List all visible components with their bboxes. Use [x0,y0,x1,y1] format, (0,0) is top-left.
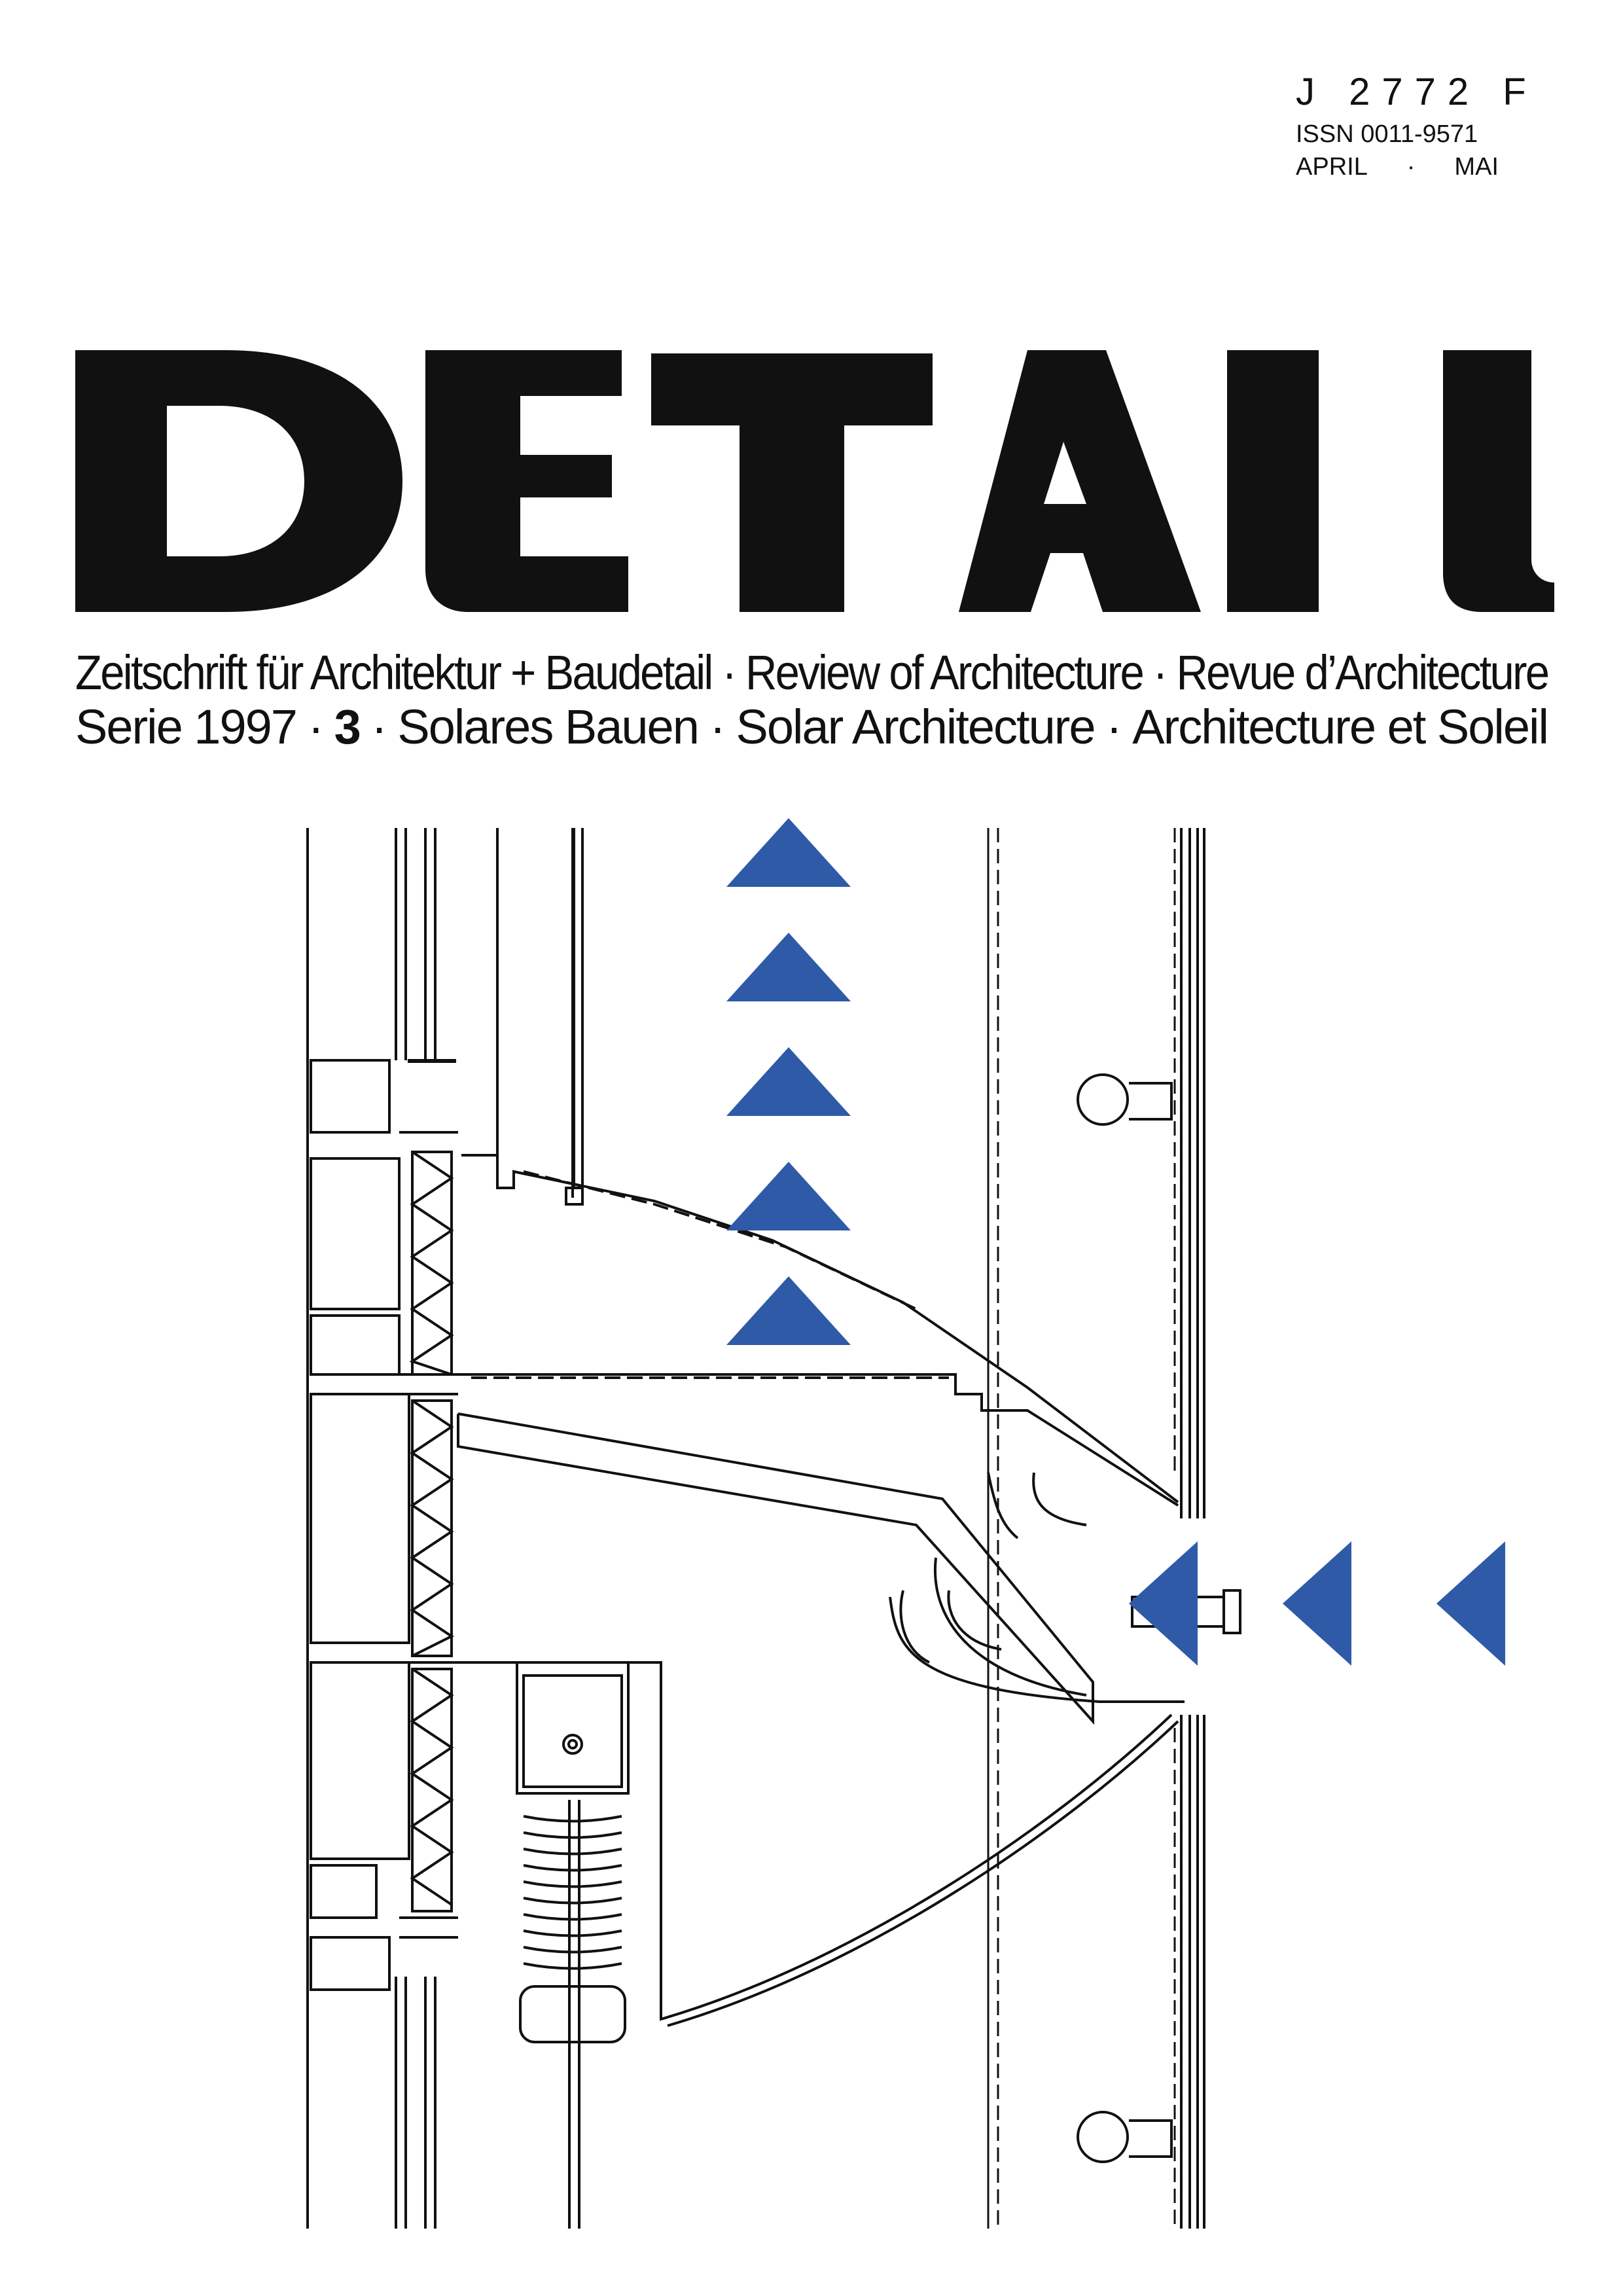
blind-axle [562,1734,583,1755]
month-mai: MAI [1454,153,1499,181]
issn: ISSN 0011-9571 [1296,120,1478,148]
blind-slat [523,1897,622,1905]
louvre [1032,1472,1087,1526]
sun-arrow-up [726,1162,851,1230]
sun-arrow-up [726,818,851,887]
hanger [565,1187,584,1206]
profile-box [310,1661,410,1860]
lower-reflector [667,1720,1179,2027]
serie-label: Serie 1997 [75,700,298,754]
logo-letter-l [1443,350,1554,612]
blind-slat [523,1880,622,1888]
profile-box [310,1157,401,1310]
insulation-panel [411,1151,453,1376]
dot-3: · [709,700,726,754]
blind-slat [523,1864,622,1872]
lower-reflector [458,1661,1173,2021]
blind-housing [522,1674,623,1788]
insulation-zigzag [409,1151,454,1376]
topic-french: Architecture et Soleil [1132,700,1549,754]
blind-slat [523,1913,622,1921]
sun-arrow-up [726,933,851,1001]
blind-slat [523,1831,622,1839]
blind-slat [523,1848,622,1856]
profile-box [310,1393,410,1644]
month-april: APRIL [1296,153,1368,181]
blind-slat [523,1962,622,1970]
sun-arrow-up [726,1276,851,1345]
sun-arrow-left [1129,1541,1198,1666]
point-fixing [1129,2119,1173,2158]
point-fixing [1077,1073,1129,1126]
profile-box [310,1864,378,1919]
point-fixing [1129,1082,1173,1121]
blind-axle [567,1739,578,1749]
louvre [899,1590,930,1664]
logo-letter-t [651,353,933,612]
profile-box [310,1059,391,1134]
subtitle-line-1: Zeitschrift für Architektur + Baudetail … [75,645,1550,700]
topic-german: Solares Bauen [397,700,699,754]
profile-box [310,1314,401,1376]
profile-box [408,1059,456,1063]
issue-meta: J 2772 F ISSN 0011-9571 APRIL · MAI [1296,71,1538,180]
insulation-panel [411,1668,453,1912]
light-shelf-upper [461,1154,1179,1503]
blind-housing [516,1661,630,1795]
insulation-zigzag [410,1399,454,1657]
detail-logo [75,350,1554,612]
topic-english: Solar Architecture [736,700,1096,754]
blind-bottom-rail [519,1985,626,2043]
louvre [889,1596,1185,1703]
logo-letter-d [75,350,402,612]
sun-arrow-left [1436,1541,1505,1666]
logo-letter-e [425,350,628,612]
journal-code: J 2772 F [1296,71,1538,113]
dot-2: · [371,700,387,754]
subtitle-line-2: Serie 1997 · 3 · Solares Bauen · Solar A… [75,699,1549,755]
louvre [947,1590,1002,1651]
blind-slat [523,1946,622,1954]
month-separator: · [1406,153,1416,181]
louvre [987,1472,1019,1539]
issue-months: APRIL · MAI [1296,154,1499,179]
dot-4: · [1106,700,1122,754]
insulation-zigzag [410,1668,454,1906]
bolt [1222,1589,1241,1634]
sun-arrow-left [1283,1541,1351,1666]
louvre [934,1557,1087,1696]
issue-number: 3 [334,700,361,754]
dot-1: · [308,700,324,754]
blind-slat [523,1815,622,1823]
logo-letter-i [1227,350,1319,612]
bracket [457,1412,1094,1725]
logo-letter-a [959,350,1201,612]
sun-arrow-up [726,1047,851,1116]
insulation-panel [411,1399,453,1657]
profile-box [310,1936,391,1991]
point-fixing [1077,2111,1129,2163]
light-shelf-lower [458,1373,1179,1507]
light-shelf-dashed [523,1170,917,1310]
blind-slat [523,1929,622,1937]
